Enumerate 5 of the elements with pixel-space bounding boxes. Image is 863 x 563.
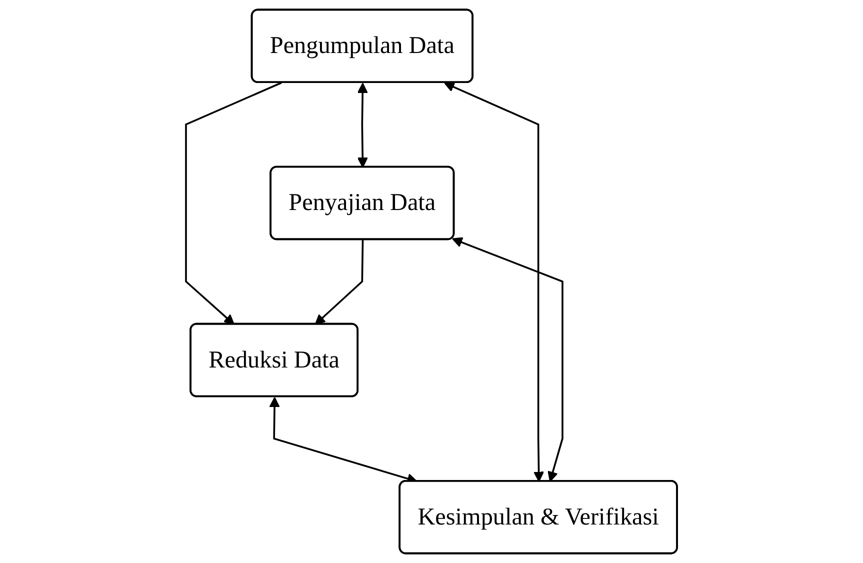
arrow xyxy=(185,82,282,325)
arrow xyxy=(444,82,544,482)
arrow xyxy=(452,237,564,482)
arrow xyxy=(314,240,364,325)
arrow xyxy=(357,82,368,168)
